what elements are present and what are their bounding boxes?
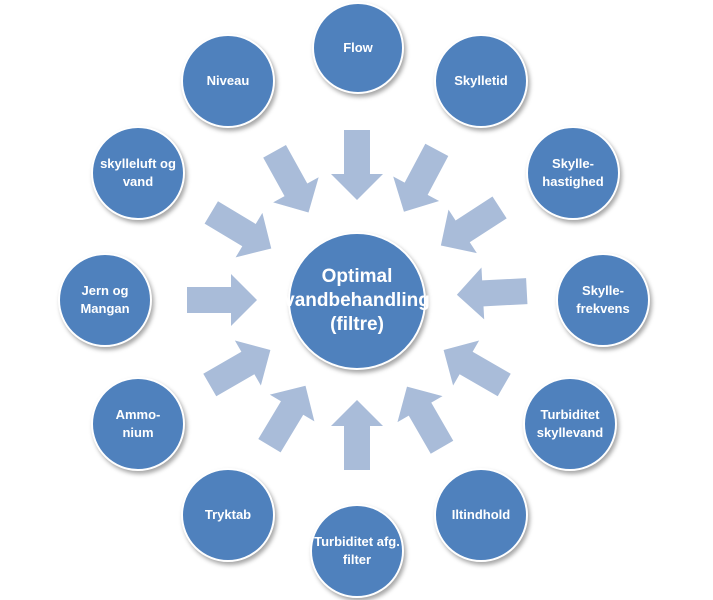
node-skylletid: Skylletid xyxy=(434,34,528,128)
arrow-skylle-frekvens xyxy=(456,267,528,320)
node-skylle-hastighed: Skylle- hastighed xyxy=(526,126,620,220)
node-tryktab: Tryktab xyxy=(181,468,275,562)
arrow-skylletid xyxy=(393,143,449,212)
arrow-turbiditet-afg-filter xyxy=(331,400,383,470)
arrow-jern-og-mangan xyxy=(187,274,257,326)
arrow-flow xyxy=(331,130,383,200)
arrow-tryktab xyxy=(258,385,315,453)
node-niveau: Niveau xyxy=(181,34,275,128)
node-iltindhold: Iltindhold xyxy=(434,468,528,562)
center-node: Optimal vandbehandling (filtre) xyxy=(284,232,430,370)
node-jern-og-mangan: Jern og Mangan xyxy=(58,253,152,347)
arrow-skylle-hastighed xyxy=(440,196,507,254)
arrow-iltindhold xyxy=(397,386,454,454)
node-turbiditet-skyllevand: Turbiditet skyllevand xyxy=(523,377,617,471)
arrow-skylleluft-og-vand xyxy=(204,201,272,258)
node-skylleluft-og-vand: skylleluft og vand xyxy=(91,126,185,220)
node-flow: Flow xyxy=(312,2,404,94)
node-skylle-frekvens: Skylle- frekvens xyxy=(556,253,650,347)
arrow-ammonium xyxy=(203,340,271,397)
arrow-turbiditet-skyllevand xyxy=(443,340,511,397)
arrow-niveau xyxy=(263,145,319,213)
node-ammonium: Ammo- nium xyxy=(91,377,185,471)
node-turbiditet-afg-filter: Turbiditet afg. filter xyxy=(310,504,404,598)
